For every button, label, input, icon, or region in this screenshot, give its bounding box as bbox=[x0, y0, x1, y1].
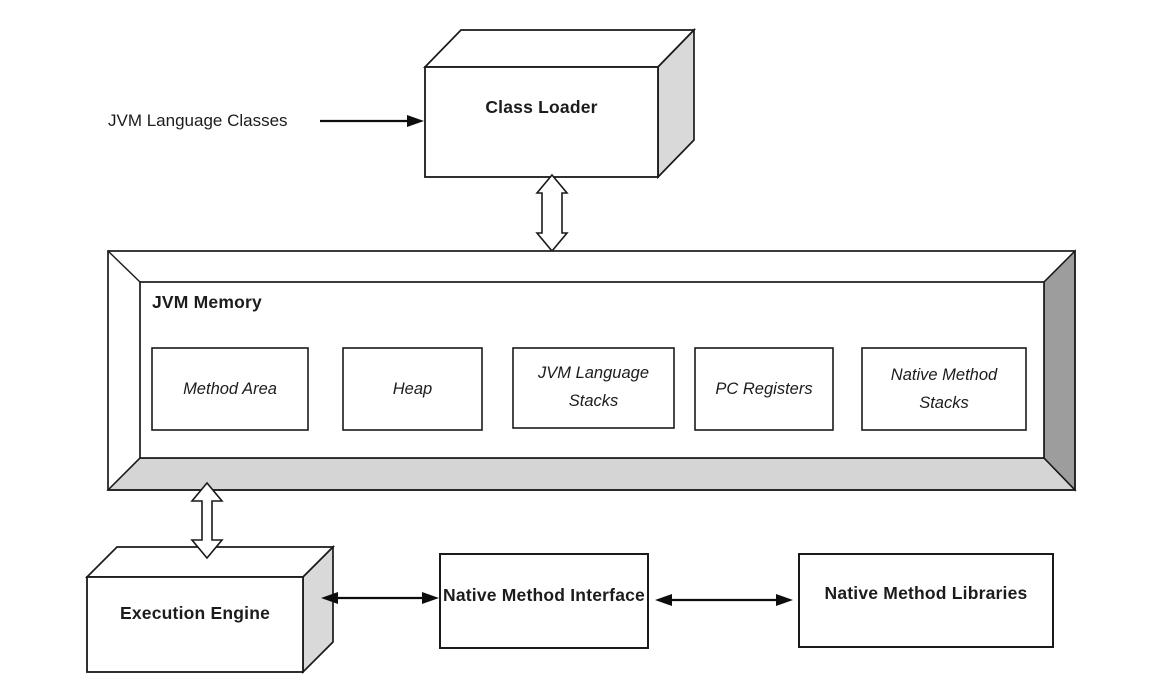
native-method-interface-box bbox=[439, 553, 649, 649]
input-arrow bbox=[320, 115, 424, 127]
native-method-libraries-box bbox=[798, 553, 1054, 648]
class-loader-top-face bbox=[422, 29, 697, 68]
jvm-memory-outer-border bbox=[107, 250, 1076, 491]
jvm-language-stacks-box bbox=[512, 347, 675, 429]
classloader-memory-double-arrow bbox=[535, 173, 569, 253]
method-area-box bbox=[151, 347, 309, 431]
execution-engine-front-face bbox=[86, 576, 304, 673]
execution-engine-box bbox=[84, 544, 336, 675]
class-loader-front-face bbox=[424, 66, 659, 178]
pc-registers-box bbox=[694, 347, 834, 431]
memory-engine-double-arrow bbox=[190, 481, 224, 560]
jvm-memory-bottom-bevel bbox=[106, 457, 1077, 491]
class-loader-box bbox=[422, 27, 697, 180]
heap-box bbox=[342, 347, 483, 431]
engine-interface-arrow bbox=[321, 592, 439, 604]
interface-libraries-arrow bbox=[655, 594, 793, 606]
native-method-stacks-box bbox=[861, 347, 1027, 431]
jvm-memory-right-bevel bbox=[1043, 249, 1076, 492]
